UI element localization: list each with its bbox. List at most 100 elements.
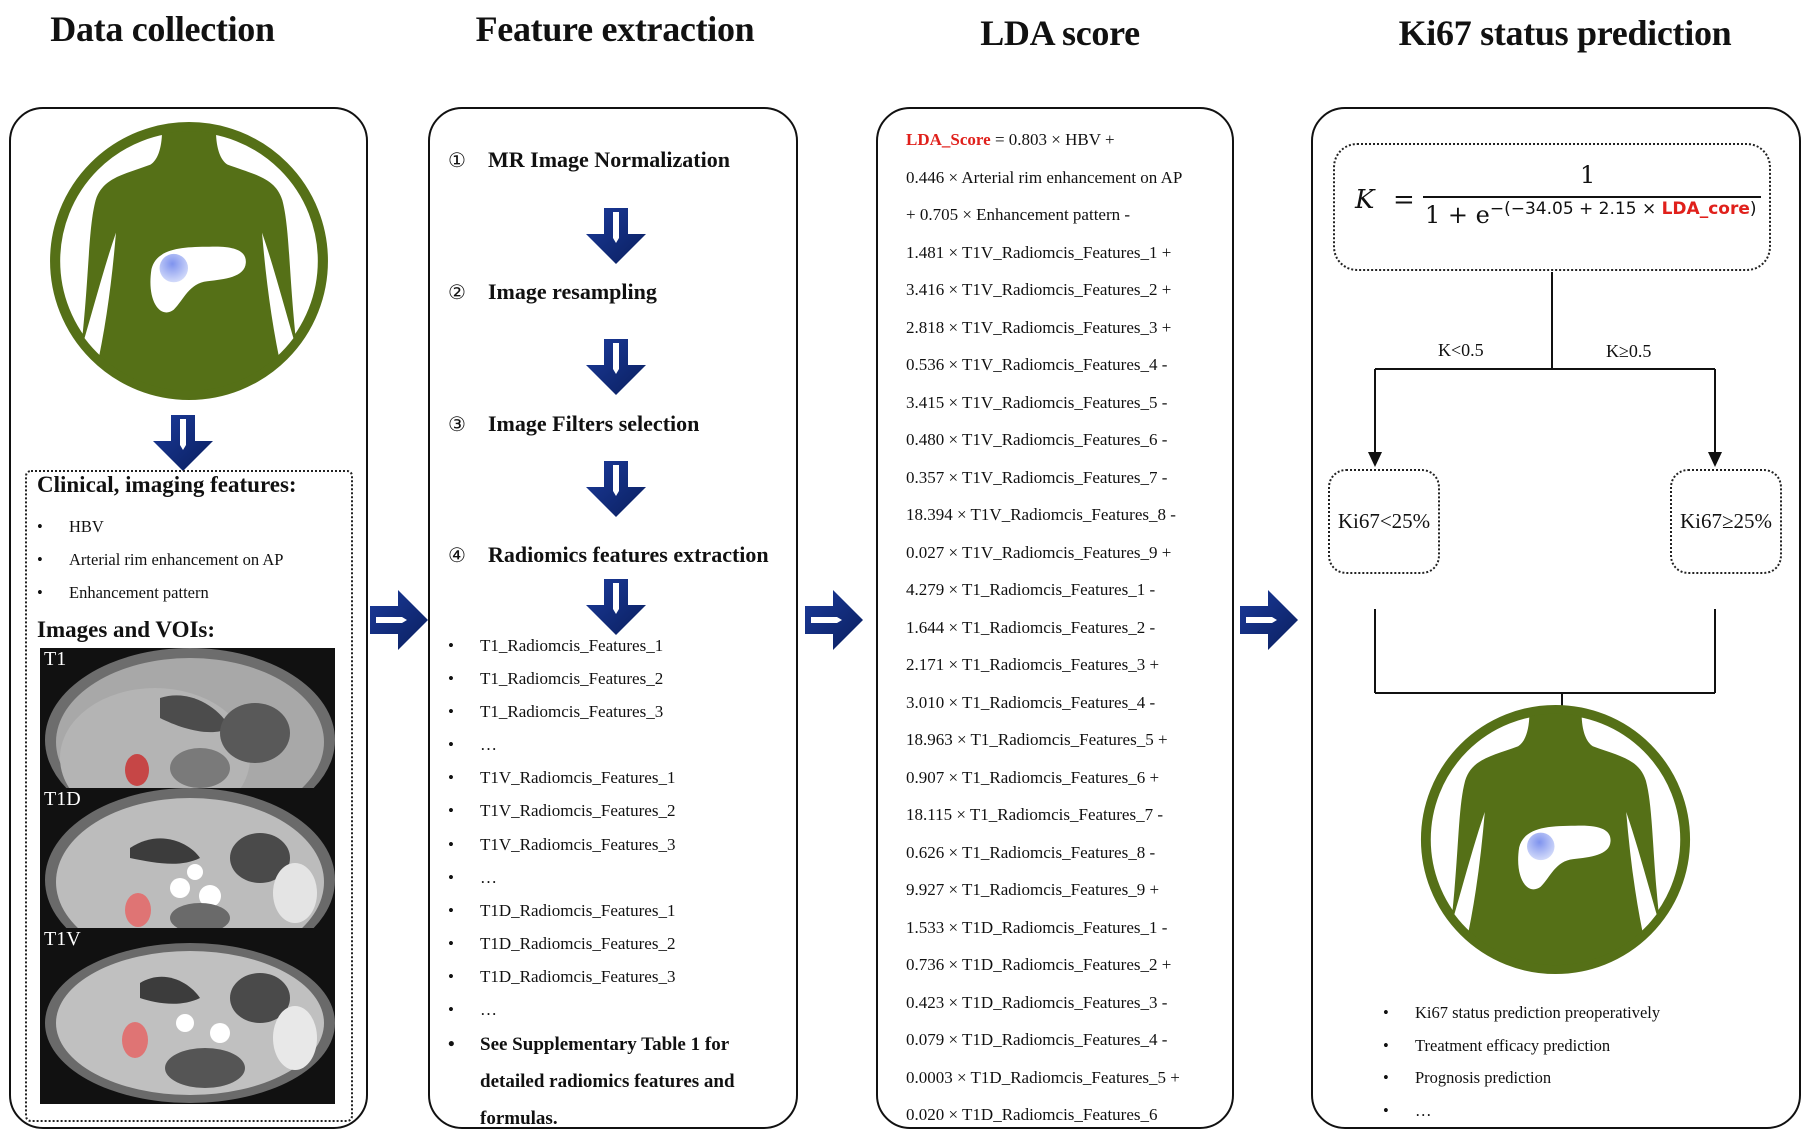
lda-first-term: = 0.803 × HBV + xyxy=(990,130,1115,149)
clinical-features-list: HBV Arterial rim enhancement on AP Enhan… xyxy=(37,510,283,609)
lda-equation-line: 1.533 × T1D_Radiomcis_Features_1 - xyxy=(906,917,1168,937)
feature-item: … xyxy=(448,861,758,894)
title-ki67-prediction: Ki67 status prediction xyxy=(1398,13,1732,53)
lda-equation-line: 3.415 × T1V_Radiomcis_Features_5 - xyxy=(906,392,1168,412)
step-number: ④ xyxy=(448,543,466,567)
outcome-box-high: Ki67≥25% xyxy=(1670,469,1782,574)
step-label: Image Filters selection xyxy=(488,411,700,436)
feature-item: … xyxy=(448,728,758,761)
lda-score-label: LDA_Score xyxy=(906,130,991,149)
lda-equation-line: 4.279 × T1_Radiomcis_Features_1 - xyxy=(906,580,1156,599)
outcome-high-label: Ki67≥25% xyxy=(1679,509,1773,533)
lda-equation-line: 1.481 × T1V_Radiomcis_Features_1 + xyxy=(906,242,1172,262)
formula-denominator-base: 1 + e xyxy=(1425,201,1490,229)
lda-equation-line: 0.079 × T1D_Radiomcis_Features_4 - xyxy=(906,1030,1168,1049)
mri-label-t1: T1 xyxy=(44,648,67,670)
step-number: ③ xyxy=(448,412,466,436)
mri-label-t1d: T1D xyxy=(44,788,81,810)
arrow-right-icon xyxy=(370,588,428,652)
step-label: MR Image Normalization xyxy=(488,147,730,172)
application-item: Ki67 status prediction preoperatively xyxy=(1383,997,1660,1030)
formula-numerator: 1 xyxy=(1580,161,1596,189)
step-radiomics-extraction: ④ Radiomics features extraction xyxy=(448,542,769,568)
application-item: Treatment efficacy prediction xyxy=(1383,1030,1660,1063)
arrow-down-icon xyxy=(584,208,648,264)
clinical-imaging-box: Clinical, imaging features: HBV Arterial… xyxy=(25,470,353,1122)
formula-equals: = xyxy=(1393,185,1415,215)
lda-equation-line: 0.626 × T1_Radiomcis_Features_8 - xyxy=(906,842,1156,862)
step-resampling: ② Image resampling xyxy=(448,279,657,305)
logistic-formula-box: K = 1 1 + e−(−34.05 + 2.15 × LDA_core) xyxy=(1333,143,1771,271)
lda-equation-line: 9.927 × T1_Radiomcis_Features_9 + xyxy=(906,880,1160,899)
formula-lhs: K xyxy=(1355,185,1375,215)
panel-lda-score: LDA_Score = 0.803 × HBV + 0.446 × Arteri… xyxy=(876,107,1234,1129)
branch-label-right: K≥0.5 xyxy=(1606,341,1652,361)
lda-equation-line: 0.020 × T1D_Radiomcis_Features_6 xyxy=(906,1105,1158,1124)
arrow-down-icon xyxy=(584,579,648,635)
lda-equation-line: 3.416 × T1V_Radiomcis_Features_2 + xyxy=(906,280,1172,299)
mri-image-t1d: T1D xyxy=(40,788,335,928)
lda-equation-line: 18.115 × T1_Radiomcis_Features_7 - xyxy=(906,805,1164,824)
arrow-down-icon xyxy=(151,415,215,471)
step-label: Image resampling xyxy=(488,279,657,304)
body-liver-icon xyxy=(1418,702,1693,977)
step-number: ② xyxy=(448,280,466,304)
lda-equation-line: 0.480 × T1V_Radiomcis_Features_6 - xyxy=(906,430,1168,449)
arrow-down-icon xyxy=(584,339,648,395)
clinical-feature-item: Enhancement pattern xyxy=(37,576,283,609)
step-filters: ③ Image Filters selection xyxy=(448,411,699,437)
arrow-right-icon xyxy=(805,588,863,652)
panel-ki67-prediction: K = 1 1 + e−(−34.05 + 2.15 × LDA_core) K… xyxy=(1311,107,1801,1129)
mri-image-t1v: T1V xyxy=(40,928,335,1104)
outcome-box-low: Ki67<25% xyxy=(1328,469,1440,574)
feature-item: T1V_Radiomcis_Features_3 xyxy=(448,828,758,861)
title-lda-score: LDA score xyxy=(980,13,1140,53)
outcome-low-label: Ki67<25% xyxy=(1337,509,1431,533)
clinical-feature-item: HBV xyxy=(37,510,283,543)
title-data-collection: Data collection xyxy=(50,9,275,49)
application-item: Prognosis prediction xyxy=(1383,1062,1660,1095)
fraction-bar xyxy=(1423,196,1761,198)
feature-item: T1D_Radiomcis_Features_2 xyxy=(448,927,758,960)
arrow-right-icon xyxy=(1240,588,1298,652)
lda-equation-line: 0.536 × T1V_Radiomcis_Features_4 - xyxy=(906,355,1168,374)
formula-denominator: 1 + e−(−34.05 + 2.15 × LDA_core) xyxy=(1425,199,1757,229)
lda-equation-line: 0.907 × T1_Radiomcis_Features_6 + xyxy=(906,767,1160,787)
panel-data-collection: Clinical, imaging features: HBV Arterial… xyxy=(9,107,368,1129)
lda-equation-line: 2.818 × T1V_Radiomcis_Features_3 + xyxy=(906,317,1172,337)
lda-equation-line: + 0.705 × Enhancement pattern - xyxy=(906,205,1131,224)
exponent-prefix: −(−34.05 + 2.15 × xyxy=(1489,199,1662,219)
applications-list: Ki67 status prediction preoperatively Tr… xyxy=(1383,997,1660,1127)
lda-equation-line: 0.446 × Arterial rim enhancement on AP xyxy=(906,167,1183,187)
lda-equation-line: 0.027 × T1V_Radiomcis_Features_9 + xyxy=(906,542,1172,562)
lda-equation-line: LDA_Score = 0.803 × HBV + xyxy=(906,121,1182,159)
step-normalization: ① MR Image Normalization xyxy=(448,147,730,173)
lda-equation-line: 1.644 × T1_Radiomcis_Features_2 - xyxy=(906,617,1156,637)
feature-item: T1_Radiomcis_Features_3 xyxy=(448,695,758,728)
body-liver-icon xyxy=(47,119,331,403)
title-feature-extraction: Feature extraction xyxy=(475,9,755,49)
exponent-variable: LDA_core xyxy=(1661,199,1750,219)
branch-label-left: K<0.5 xyxy=(1438,340,1484,360)
feature-item: T1_Radiomcis_Features_2 xyxy=(448,662,758,695)
feature-item: T1V_Radiomcis_Features_2 xyxy=(448,794,758,827)
lda-equation-line: 18.394 × T1V_Radiomcis_Features_8 - xyxy=(906,505,1176,524)
feature-item: T1D_Radiomcis_Features_1 xyxy=(448,894,758,927)
radiomics-feature-list: T1_Radiomcis_Features_1 T1_Radiomcis_Fea… xyxy=(448,629,758,1137)
application-item: … xyxy=(1383,1095,1660,1128)
lda-equation: LDA_Score = 0.803 × HBV + 0.446 × Arteri… xyxy=(906,121,1182,1134)
clinical-feature-item: Arterial rim enhancement on AP xyxy=(37,543,283,576)
supplementary-note: See Supplementary Table 1 for detailed r… xyxy=(448,1026,758,1137)
mri-image-t1: T1 xyxy=(40,648,335,788)
exponent-suffix: ) xyxy=(1749,199,1757,219)
logistic-formula: K = 1 1 + e−(−34.05 + 2.15 × LDA_core) xyxy=(1355,161,1761,247)
mri-label-t1v: T1V xyxy=(44,928,81,950)
images-vois-heading: Images and VOIs: xyxy=(37,617,216,642)
feature-item: T1_Radiomcis_Features_1 xyxy=(448,629,758,662)
lda-equation-line: 18.963 × T1_Radiomcis_Features_5 + xyxy=(906,730,1168,749)
lda-equation-line: 0.736 × T1D_Radiomcis_Features_2 + xyxy=(906,955,1172,974)
lda-equation-line: 0.0003 × T1D_Radiomcis_Features_5 + xyxy=(906,1067,1180,1087)
step-number: ① xyxy=(448,148,466,172)
panel-feature-extraction: ① MR Image Normalization ② Image resampl… xyxy=(428,107,798,1129)
arrow-down-icon xyxy=(584,461,648,517)
